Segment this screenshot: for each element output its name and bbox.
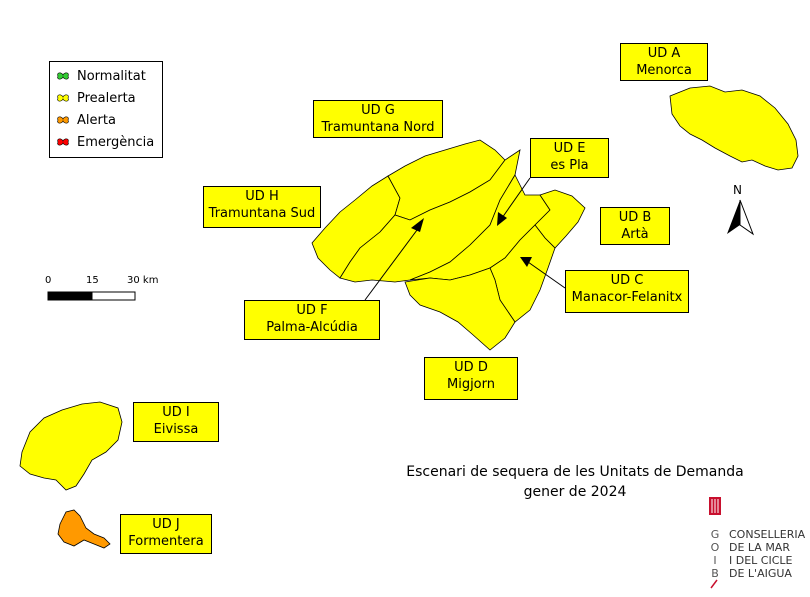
logo-line: DE L'AIGUA: [729, 567, 792, 580]
label-ud-g: UD G Tramuntana Nord: [313, 100, 443, 138]
legend-label: Normalitat: [77, 68, 146, 84]
label-ud-b: UD B Artà: [600, 207, 670, 245]
legend-swatch-icon: [57, 138, 69, 146]
region-arta: [534, 189, 586, 249]
legend-item: Normalitat: [55, 65, 157, 87]
label-ud-d: UD D Migjorn: [424, 357, 518, 400]
island-eivissa: [19, 401, 123, 491]
unit-name: Artà: [621, 227, 649, 242]
legend-label: Emergència: [77, 134, 155, 150]
unit-code: UD E: [553, 141, 586, 156]
scale-tick: 15: [86, 275, 99, 286]
label-ud-h: UD H Tramuntana Sud: [203, 186, 321, 228]
scale-tick: 0: [45, 275, 52, 286]
unit-code: UD G: [361, 103, 395, 118]
unit-name: Manacor-Felanitx: [571, 290, 683, 305]
legend-label: Prealerta: [77, 90, 136, 106]
unit-code: UD F: [296, 303, 328, 318]
arrow-es-pla: [497, 212, 507, 226]
island-menorca: [669, 85, 799, 171]
label-ud-a: UD A Menorca: [620, 43, 708, 81]
unit-name: Tramuntana Sud: [208, 206, 316, 221]
label-ud-i: UD I Eivissa: [133, 402, 219, 442]
map-title: Escenari de sequera de les Unitats de De…: [380, 462, 770, 502]
unit-name: Formentera: [128, 534, 204, 549]
logo-letter: G: [710, 528, 720, 541]
unit-code: UD A: [647, 46, 681, 61]
scale-tick: 30 km: [127, 275, 159, 286]
north-label: N: [733, 183, 742, 197]
legend-item: Prealerta: [55, 87, 157, 109]
title-line-1: Escenari de sequera de les Unitats de De…: [406, 464, 744, 480]
label-ud-c: UD C Manacor-Felanitx: [565, 270, 689, 313]
logo-letter: O: [710, 541, 720, 554]
logo-line: CONSELLERIA: [729, 528, 806, 541]
region-palma-alcudia: [339, 149, 521, 283]
unit-code: UD C: [610, 273, 644, 288]
unit-code: UD B: [618, 210, 652, 225]
logo-letter: I: [713, 554, 717, 567]
label-ud-e: UD E es Pla: [530, 138, 609, 178]
arrow-manacor-felanitx: [520, 257, 532, 267]
logo-letter: B: [711, 567, 719, 580]
logo-letters: G O I B: [710, 528, 720, 580]
unit-name: Migjorn: [446, 377, 495, 392]
unit-name: es Pla: [550, 158, 589, 173]
legend-item: Alerta: [55, 109, 157, 131]
legend-swatch-icon: [57, 72, 69, 80]
unit-name: Menorca: [636, 63, 692, 78]
legend-item: Emergència: [55, 131, 157, 153]
arrow-palma-alcudia: [411, 218, 424, 232]
island-formentera: [57, 509, 111, 549]
logo-line: DE LA MAR: [729, 541, 790, 554]
label-ud-f: UD F Palma-Alcúdia: [244, 300, 380, 340]
unit-name: Tramuntana Nord: [321, 120, 435, 135]
legend-swatch-icon: [57, 116, 69, 124]
region-migjorn: [404, 267, 516, 351]
logo-text: CONSELLERIA DE LA MAR I DEL CICLE DE L'A…: [729, 528, 805, 580]
legend: Normalitat Prealerta Alerta Emergència: [49, 61, 163, 158]
label-ud-j: UD J Formentera: [120, 514, 212, 554]
unit-code: UD D: [454, 360, 488, 375]
unit-code: UD I: [162, 405, 190, 420]
legend-label: Alerta: [77, 112, 116, 128]
unit-code: UD J: [152, 517, 180, 532]
legend-swatch-icon: [57, 94, 69, 102]
logo-line: I DEL CICLE: [729, 554, 793, 567]
title-line-2: gener de 2024: [523, 484, 627, 500]
unit-name: Palma-Alcúdia: [266, 320, 358, 335]
unit-code: UD H: [245, 189, 279, 204]
unit-name: Eivissa: [153, 422, 199, 437]
